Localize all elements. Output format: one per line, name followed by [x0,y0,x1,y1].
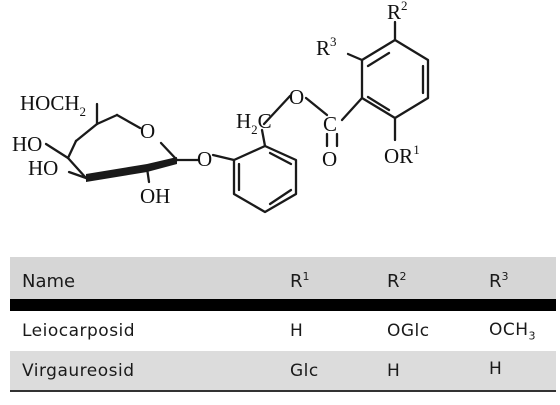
header-r3: R3 [489,270,509,292]
glucose-ring [44,102,200,184]
cell-r2: OGlc [387,321,430,341]
table-header-row: Name R1 R2 R3 [10,257,556,299]
cell-r2: H [375,351,477,392]
substituent-table: Name R1 R2 R3 Leiocarposid H OGlc OCH3 V… [10,257,556,392]
r2-label: R2 [387,0,408,24]
ch2-label: H2C [236,109,272,137]
header-name: Name [22,270,76,292]
cell-r3: H [477,351,556,392]
chemical-structure: HOCH2 HO HO O OH O H2C O C O [12,0,430,214]
ho-label-lower: HO [28,156,58,180]
ester-carbonyl [304,96,364,148]
cell-r1: H [290,321,304,341]
carbonyl-carbon-label: C [323,112,337,136]
ester-oxygen-label: O [289,85,304,109]
ring-oxygen-label: O [140,119,155,143]
cell-name: Virgaureosid [10,351,278,392]
cell-r1: Glc [278,351,375,392]
table-row: Virgaureosid Glc H H [10,351,556,392]
cell-r3: OCH3 [489,319,537,343]
glycosidic-oxygen-label: O [197,147,212,171]
or1-label: OR1 [384,142,420,168]
r3-label: R3 [316,34,337,60]
benzoyl-ring [346,20,430,142]
oh-label: OH [140,184,170,208]
header-r2: R2 [387,270,407,292]
header-rule [10,299,556,311]
carbonyl-oxygen-label: O [322,147,337,171]
ho-label-upper: HO [12,132,42,156]
hoch2-label: HOCH2 [20,91,86,119]
header-r1: R1 [290,270,310,292]
phenyl-ring [211,94,298,214]
table-row: Leiocarposid H OGlc OCH3 [10,311,556,351]
cell-name: Leiocarposid [22,321,136,341]
